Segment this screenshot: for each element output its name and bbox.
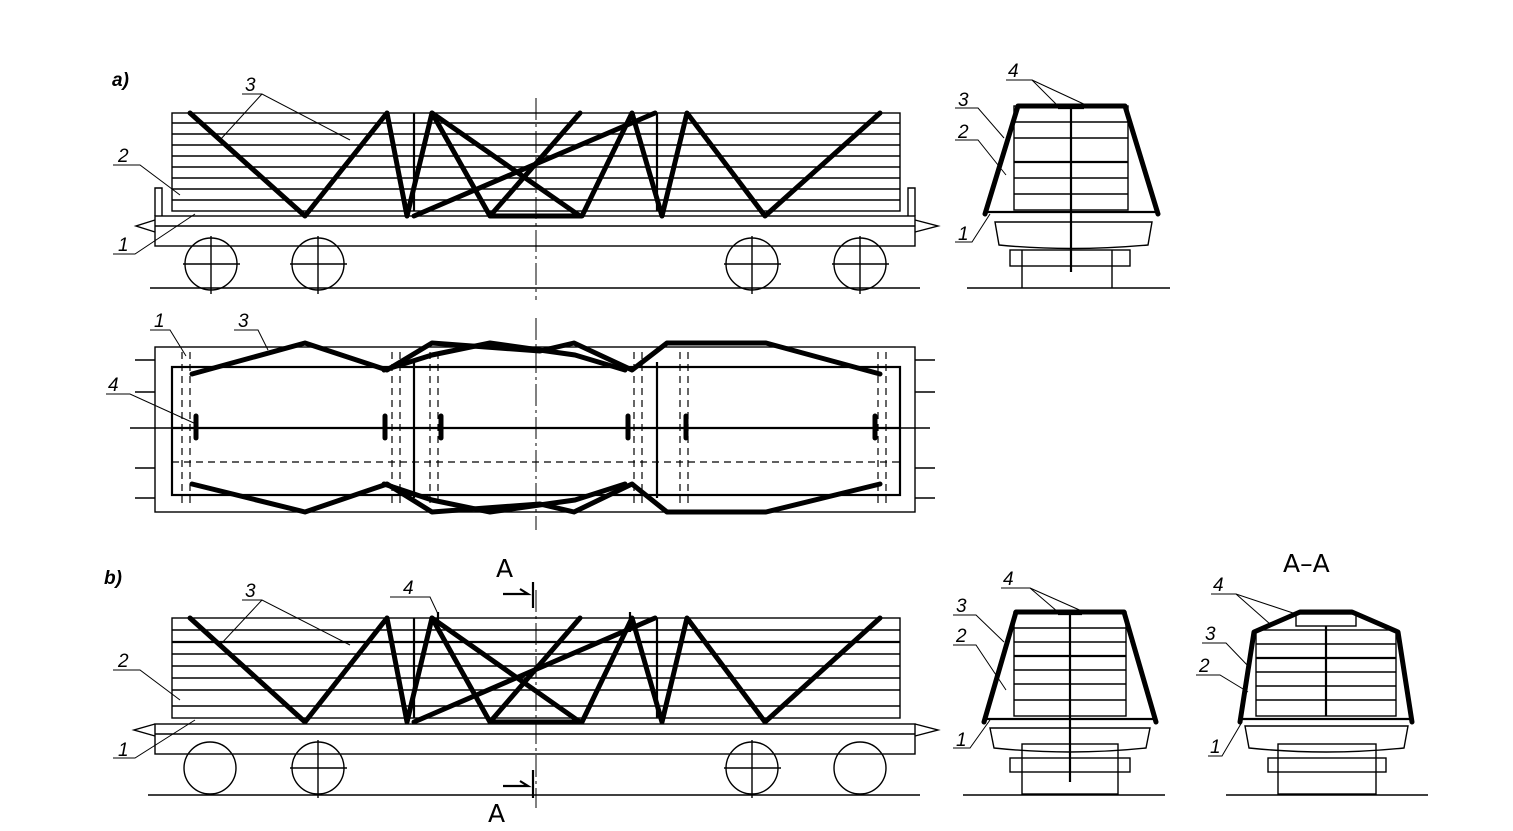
callout-3: 3 (245, 581, 256, 602)
view-label-a: a) (112, 70, 129, 91)
callout-1: 1 (956, 730, 967, 751)
wheel (833, 741, 887, 795)
fastening-wire-a (429, 110, 583, 219)
callout-3: 3 (238, 311, 249, 332)
view-b-end (963, 609, 1165, 796)
callout-3: 3 (958, 90, 969, 111)
callout-3: 3 (956, 596, 967, 617)
view-a-side (133, 98, 941, 300)
callout-1: 1 (154, 311, 165, 332)
wagon-frame-a (133, 187, 941, 294)
callout-1: 1 (118, 740, 129, 761)
wheel (290, 236, 347, 294)
callout-2: 2 (1198, 656, 1210, 677)
callout-4: 4 (403, 578, 414, 599)
section-title: A–A (1283, 549, 1330, 578)
callout-4: 4 (1008, 61, 1019, 82)
leader-lines (106, 79, 1297, 759)
view-label-b: b) (104, 568, 122, 589)
callout-2: 2 (955, 626, 967, 647)
wheel (183, 236, 240, 294)
callout-1: 1 (958, 224, 969, 245)
view-a-plan (130, 318, 935, 530)
callout-4: 4 (1003, 569, 1014, 590)
callout-1: 1 (118, 235, 129, 256)
section-letter-bottom: A (488, 799, 505, 828)
callout-3: 3 (1205, 624, 1216, 645)
wheel (724, 236, 781, 294)
section-letter-top: A (496, 554, 513, 583)
wheel (183, 741, 237, 795)
callout-4: 4 (1213, 575, 1224, 596)
fastening-wire-a (411, 110, 658, 219)
view-a-end (967, 103, 1170, 289)
section-a-a (1226, 609, 1428, 796)
callout-2: 2 (117, 146, 129, 167)
view-b-side (131, 582, 941, 808)
labels: a) b) A–A A A 3 2 1 4 3 2 1 1 3 4 3 4 2 … (104, 61, 1330, 828)
callout-3: 3 (245, 75, 256, 96)
callout-1: 1 (1210, 737, 1221, 758)
callout-4: 4 (108, 375, 119, 396)
callout-2: 2 (957, 122, 969, 143)
wheel (832, 236, 889, 294)
callout-2: 2 (117, 651, 129, 672)
